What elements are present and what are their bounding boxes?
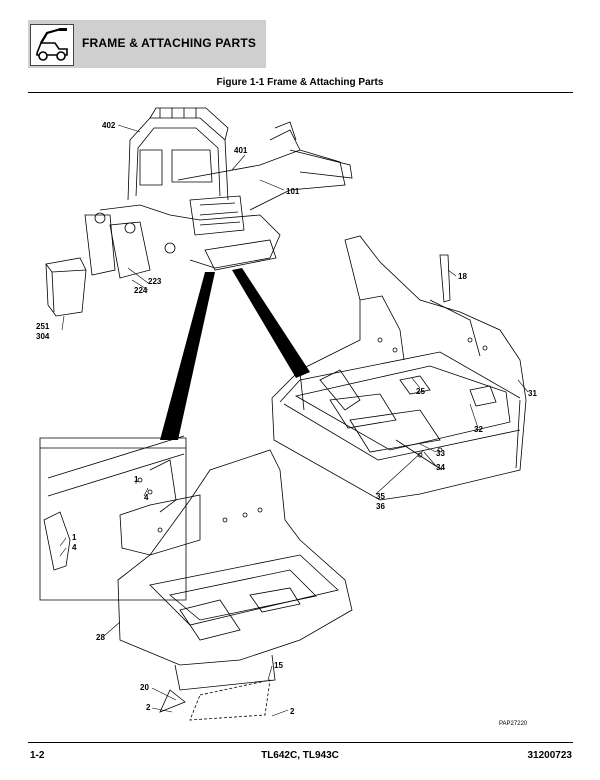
footer-models: TL642C, TL943C (261, 750, 339, 761)
callout-402: 402 (102, 121, 116, 130)
callout-18: 18 (458, 272, 467, 281)
callout-223: 223 (148, 277, 162, 286)
image-code: PAP27220 (499, 721, 528, 727)
machine-overview (84, 107, 353, 279)
callout-1-lower: 1 (72, 533, 77, 542)
callout-4-lower: 4 (72, 543, 77, 552)
callout-20: 20 (140, 683, 149, 692)
callout-36: 36 (376, 502, 385, 511)
inset-detail (39, 435, 187, 601)
figure-title: Figure 1-1 Frame & Attaching Parts (216, 77, 384, 88)
callout-28: 28 (96, 633, 105, 642)
telehandler-icon (36, 27, 68, 61)
callout-35: 35 (376, 492, 385, 501)
footer-page-number: 1-2 (30, 750, 45, 761)
callout-32: 32 (474, 425, 483, 434)
callout-401: 401 (234, 146, 248, 155)
leader-lines (59, 124, 529, 717)
top-rule (28, 92, 573, 93)
footer-doc-number: 31200723 (527, 750, 573, 761)
callout-34: 34 (436, 463, 445, 472)
section-title: FRAME & ATTACHING PARTS (82, 36, 257, 50)
callout-304: 304 (36, 332, 50, 341)
part-251-block (45, 257, 87, 317)
bottom-rule (28, 742, 573, 743)
callout-224: 224 (134, 286, 148, 295)
callout-1-upper: 1 (134, 475, 139, 484)
callout-101: 101 (286, 187, 300, 196)
callout-33: 33 (436, 449, 445, 458)
callout-251: 251 (36, 322, 50, 331)
callout-2-right: 2 (290, 707, 295, 716)
frame-right-view (271, 235, 527, 501)
callout-4-upper: 4 (144, 493, 149, 502)
callout-31: 31 (528, 389, 537, 398)
projection-wedges (160, 268, 310, 440)
callout-15: 15 (274, 661, 283, 670)
callout-25: 25 (416, 387, 425, 396)
callout-group: 402 401 101 223 224 251 304 18 25 31 32 … (36, 121, 537, 716)
callout-2-left: 2 (146, 703, 151, 712)
frame-lower-view (117, 449, 353, 721)
section-logo (30, 24, 74, 66)
